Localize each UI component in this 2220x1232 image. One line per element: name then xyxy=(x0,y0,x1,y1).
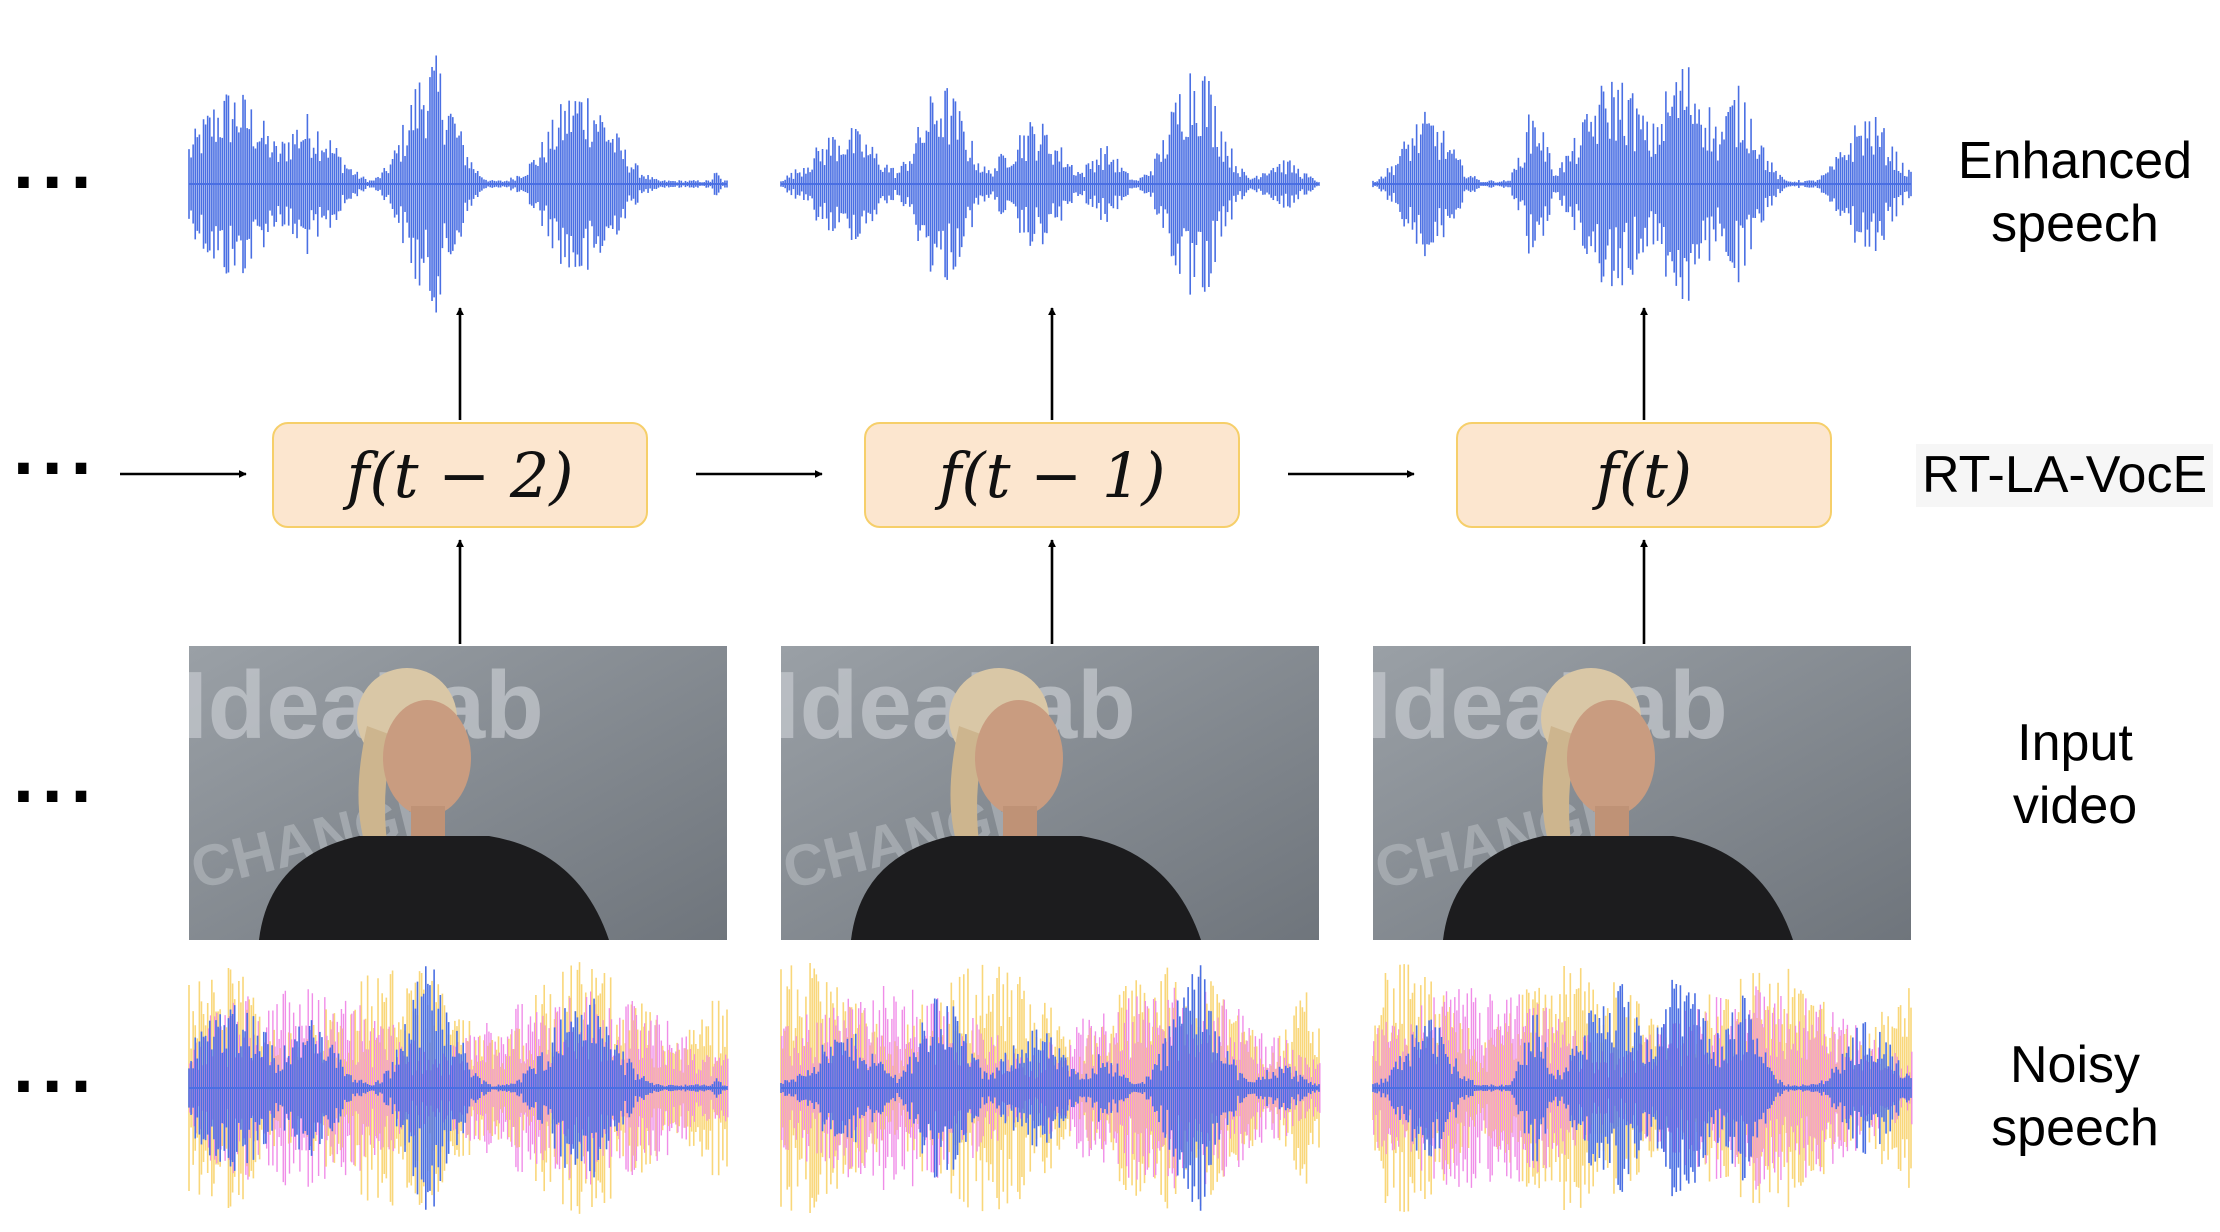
video-frame-scene: IdeaLabCHANGE xyxy=(1373,646,1911,940)
noisy-speech-waveforms xyxy=(188,962,1913,1214)
neck xyxy=(1003,806,1037,840)
model-box-label: f(t) xyxy=(1595,438,1693,512)
enhanced-waveform xyxy=(780,73,1320,295)
flow-arrows xyxy=(120,307,1648,644)
noisy-waveform xyxy=(188,962,729,1214)
video-frame-t: IdeaLabCHANGE xyxy=(1373,646,1911,940)
noisy-waveform xyxy=(780,962,1321,1214)
ellipsis-enhanced: ··· xyxy=(12,148,99,218)
model-box-t-minus-2: f(t − 2) xyxy=(272,422,648,528)
video-frame-t-minus-1: IdeaLabCHANGE xyxy=(781,646,1319,940)
model-box-label: f(t − 1) xyxy=(938,438,1166,512)
row-label-line: speech xyxy=(1991,1099,2159,1158)
model-box-t: f(t) xyxy=(1456,422,1832,528)
row-label-line: video xyxy=(2012,777,2138,836)
noisy-waveform xyxy=(1372,964,1913,1212)
row-label-line: Input xyxy=(2017,714,2133,772)
jacket xyxy=(259,836,609,940)
row-label-enhanced-speech: Enhanced speech xyxy=(1930,130,2220,257)
row-label-line: speech xyxy=(1991,195,2159,254)
jacket xyxy=(1443,836,1793,940)
face xyxy=(383,700,471,816)
row-label-model: RT-LA-VocE xyxy=(1916,444,2214,508)
row-label-line: Noisy xyxy=(2009,1036,2141,1094)
ellipsis-noisy: ··· xyxy=(12,1052,99,1122)
face xyxy=(1567,700,1655,816)
row-label-input-video: Input video xyxy=(1930,712,2220,839)
ellipsis-model: ··· xyxy=(12,434,99,504)
model-box-t-minus-1: f(t − 1) xyxy=(864,422,1240,528)
neck xyxy=(1595,806,1629,840)
neck xyxy=(411,806,445,840)
enhanced-waveform xyxy=(1372,67,1912,301)
video-frame-scene: IdeaLabCHANGE xyxy=(189,646,727,940)
ellipsis-video: ··· xyxy=(12,762,99,832)
enhanced-waveform xyxy=(188,55,728,313)
video-frame-t-minus-2: IdeaLabCHANGE xyxy=(189,646,727,940)
video-frame-scene: IdeaLabCHANGE xyxy=(781,646,1319,940)
jacket xyxy=(851,836,1201,940)
model-box-label: f(t − 2) xyxy=(346,438,574,512)
face xyxy=(975,700,1063,816)
row-label-noisy-speech: Noisy speech xyxy=(1930,1034,2220,1161)
enhanced-speech-waveforms xyxy=(188,55,1912,313)
row-label-line: Enhanced xyxy=(1957,132,2193,190)
